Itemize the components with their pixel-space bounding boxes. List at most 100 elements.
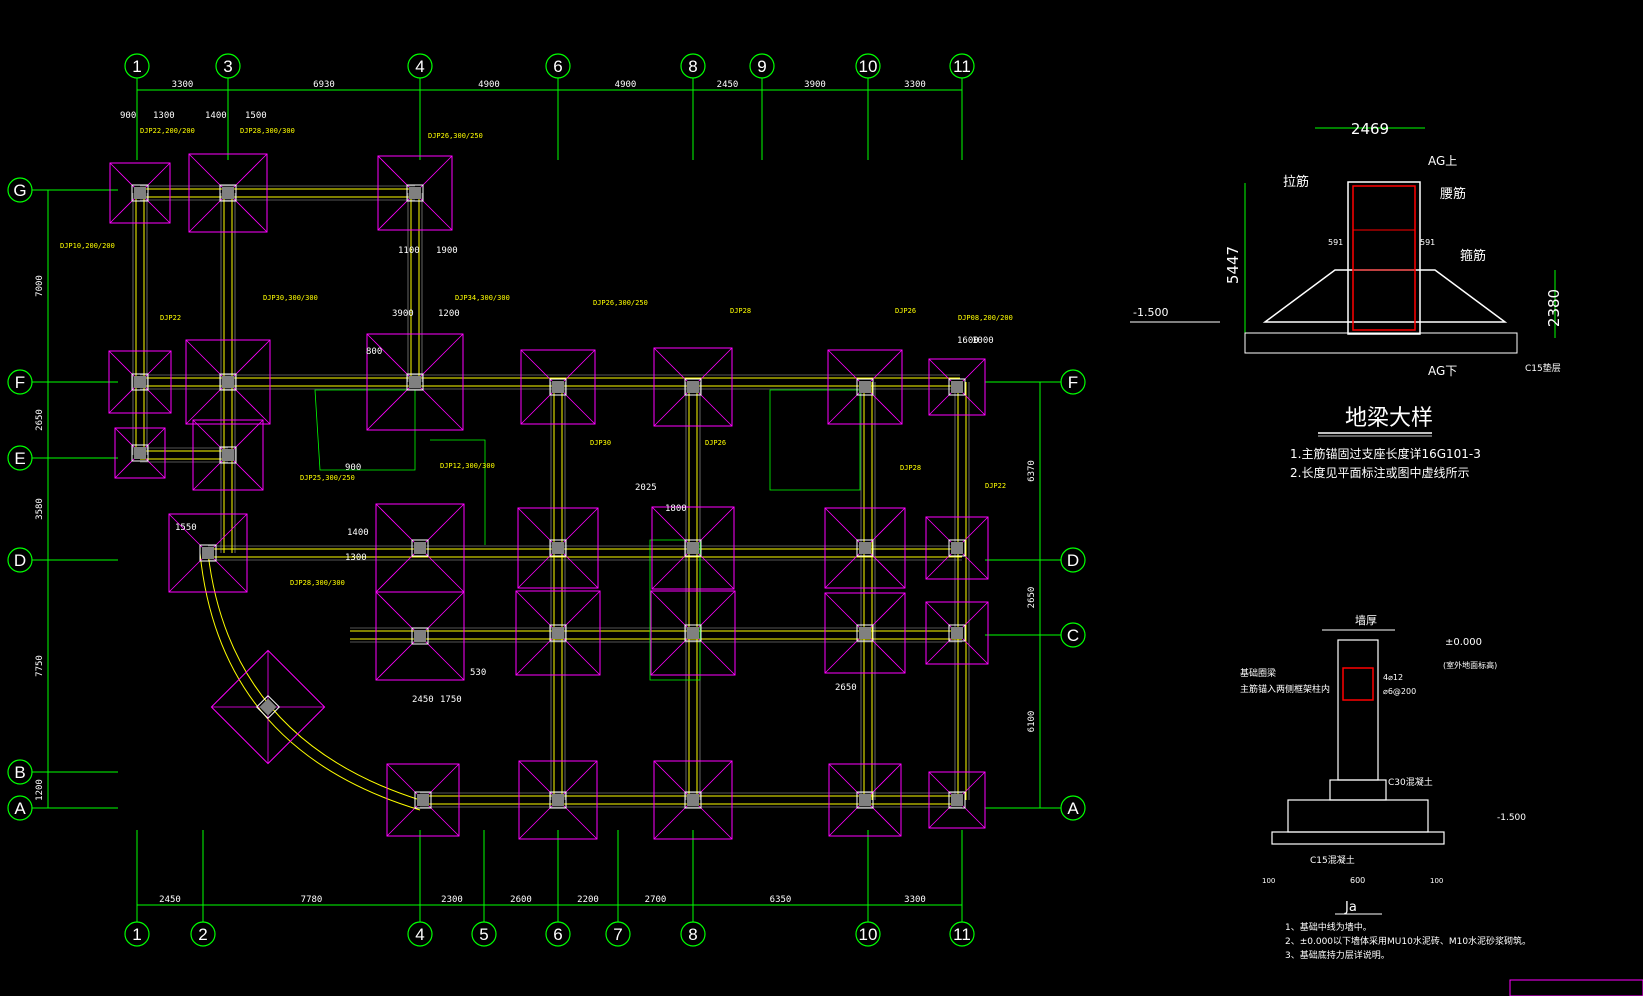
footing-outline — [386, 763, 460, 837]
inline-dim-text: 800 — [366, 347, 382, 357]
footing-outline — [518, 760, 598, 840]
wall-side-dim-right: 100 — [1430, 877, 1443, 885]
axis-label-left-F: F — [15, 373, 25, 392]
inline-dim-text: 2450 — [412, 695, 434, 705]
footing-outline — [827, 349, 903, 425]
column — [414, 542, 426, 554]
wall-cushion-label: C15混凝土 — [1310, 854, 1355, 866]
footing — [925, 516, 989, 580]
top-dim-text: 6930 — [313, 80, 335, 90]
footing-label: DJP26 — [705, 439, 726, 447]
axis-label-bottom-5: 5 — [479, 925, 488, 944]
footing — [188, 153, 268, 233]
column — [859, 627, 871, 639]
column — [951, 627, 963, 639]
inline-dim-text: 1300 — [345, 553, 367, 563]
column-outline — [856, 624, 874, 642]
inline-dim-text: 1200 — [438, 309, 460, 319]
footing — [185, 339, 271, 425]
footing-outline — [185, 339, 271, 425]
column — [859, 381, 871, 393]
axis-label-top-11: 11 — [953, 57, 971, 76]
column-outline — [406, 184, 424, 202]
column — [687, 794, 699, 806]
footing — [375, 503, 465, 593]
bottom-dim-text: 2600 — [510, 895, 532, 905]
footing-outline — [188, 153, 268, 233]
column — [222, 187, 234, 199]
inline-dim-text: 1600 — [957, 336, 979, 346]
wall-elev-top: ±0.000 — [1445, 637, 1482, 648]
bottom-dim-text: 3300 — [904, 895, 926, 905]
footing — [651, 506, 735, 590]
footing-outline — [925, 601, 989, 665]
inner-outline — [430, 439, 486, 545]
column-outline — [131, 373, 149, 391]
column-outline — [199, 544, 217, 562]
footing-outline — [210, 649, 326, 765]
inline-dim-text: 2025 — [635, 483, 657, 493]
top-dim-text: 3300 — [172, 80, 194, 90]
footing-outline — [168, 513, 248, 593]
column — [417, 794, 429, 806]
column — [687, 627, 699, 639]
column-outline — [549, 624, 567, 642]
axis-label-left-G: G — [13, 181, 26, 200]
inline-dim-text: 530 — [470, 668, 486, 678]
beam-elev-label: -1.500 — [1133, 306, 1168, 319]
footing-outline — [108, 350, 172, 414]
column — [552, 627, 564, 639]
footing-outline — [653, 760, 733, 840]
inline-dim-text: 1100 — [398, 246, 420, 256]
footing-label: DJP30,300/300 — [263, 294, 318, 302]
wall-concrete-label: C30混凝土 — [1388, 776, 1433, 788]
column — [859, 542, 871, 554]
footing-layer — [108, 153, 989, 840]
column-outline — [411, 539, 429, 557]
footing — [653, 760, 733, 840]
beam-label-ag-bottom: AG下 — [1428, 364, 1457, 378]
axis-label-bottom-4: 4 — [415, 925, 424, 944]
wall-rebar-1: 4⌀12 — [1383, 673, 1403, 682]
column — [859, 794, 871, 806]
top-dim-text: 4900 — [478, 80, 500, 90]
inner-outline — [314, 389, 416, 471]
beam-note-1: 1.主筋锚固过支座长度详16G101-3 — [1290, 446, 1481, 461]
column-outline — [948, 539, 966, 557]
footing — [653, 347, 733, 427]
column-outline — [684, 378, 702, 396]
axis-label-right-F: F — [1068, 373, 1078, 392]
axis-label-left-E: E — [14, 449, 25, 468]
footing-outline — [192, 419, 264, 491]
beam-side-dim-left: 591 — [1328, 238, 1343, 247]
beam-detail-title: 地梁大样 — [1345, 406, 1433, 431]
column-outline — [856, 791, 874, 809]
footing-outline — [651, 506, 735, 590]
footing — [210, 649, 326, 765]
left-dim-text: 2650 — [35, 409, 45, 431]
beam-width-label: 2469 — [1351, 120, 1389, 138]
column — [259, 698, 277, 716]
axis-label-top-10: 10 — [859, 57, 878, 76]
inline-dim-text: 1300 — [153, 111, 175, 121]
left-dim-text: 3580 — [35, 498, 45, 520]
inline-dim-text: 1000 — [972, 336, 994, 346]
footing — [386, 763, 460, 837]
column-outline — [131, 184, 149, 202]
inline-dim-text: 1500 — [245, 111, 267, 121]
footing-label: DJP28 — [900, 464, 921, 472]
footing-label: DJP30 — [590, 439, 611, 447]
axis-label-right-C: C — [1067, 626, 1079, 645]
beam-stirrup — [1352, 185, 1416, 331]
footing-label: DJP28 — [730, 307, 751, 315]
axis-label-top-4: 4 — [415, 57, 424, 76]
footing — [114, 427, 166, 479]
inline-dim-text: 1900 — [436, 246, 458, 256]
column-outline — [948, 378, 966, 396]
column-outline — [406, 373, 424, 391]
column-outline — [549, 791, 567, 809]
right-dim-text: 2650 — [1027, 587, 1037, 609]
footing-outline — [824, 507, 906, 589]
inner-outline — [769, 389, 861, 491]
